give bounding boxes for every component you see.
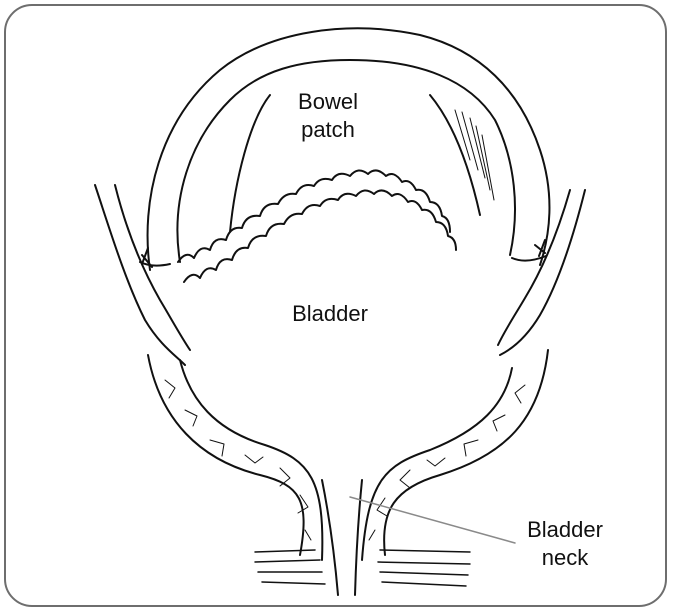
urethra-right-wall bbox=[355, 480, 362, 595]
bladder-neck-leader-line bbox=[350, 497, 515, 543]
right-outer-wall bbox=[500, 190, 585, 355]
bladder-label: Bladder bbox=[280, 300, 380, 328]
bladder-neck-label-line1: Bladder bbox=[515, 516, 615, 544]
urethra-left-wall bbox=[322, 480, 338, 595]
bladder-label-text: Bladder bbox=[280, 300, 380, 328]
bowel-patch-label-line1: Bowel bbox=[288, 88, 368, 116]
left-suture-tie bbox=[140, 248, 170, 267]
bowel-patch-hatching bbox=[455, 110, 494, 200]
left-outer-wall bbox=[95, 185, 185, 365]
bowel-patch-outer-wall bbox=[148, 28, 550, 270]
suture-line-upper bbox=[178, 170, 450, 262]
bowel-patch-label: Bowel patch bbox=[288, 88, 368, 144]
suture-line-lower bbox=[184, 190, 456, 282]
bladder-wall-right-texture bbox=[369, 385, 525, 540]
bowel-patch-label-line2: patch bbox=[288, 116, 368, 144]
right-outer-wall-inner bbox=[498, 190, 570, 345]
bladder-neck-label: Bladder neck bbox=[515, 516, 615, 572]
right-suture-tie bbox=[512, 240, 546, 261]
bladder-wall-left-texture bbox=[165, 380, 311, 540]
bladder-neck-label-line2: neck bbox=[515, 544, 615, 572]
